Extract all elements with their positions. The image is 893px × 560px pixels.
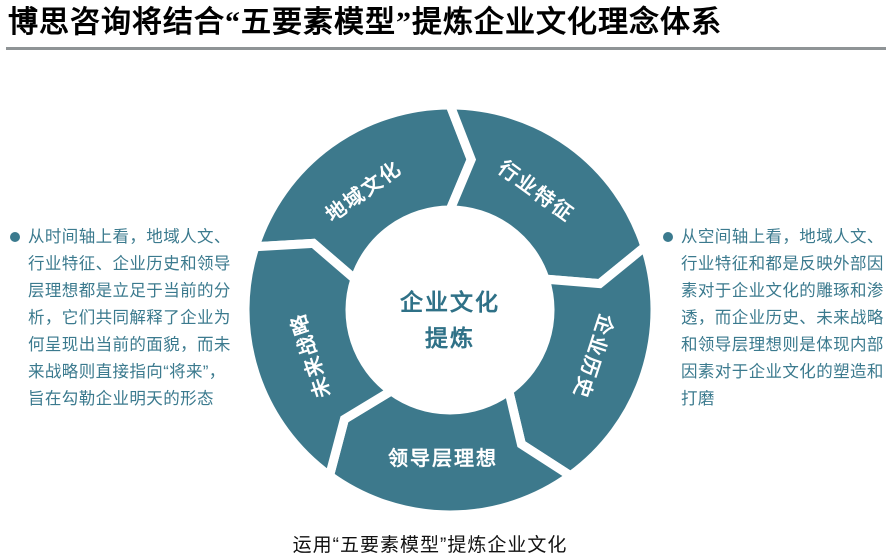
right-note-text: 从空间轴上看，地域人文、 行业特征和都是反映外部因 素对于企业文化的雕琢和渗 透… [681, 228, 884, 408]
title-divider [6, 47, 886, 50]
center-label-line2: 提炼 [425, 325, 475, 351]
left-note-text: 从时间轴上看，地域人文、 行业特征、企业历史和领导 层理想都是立足于当前的分 析… [28, 228, 231, 408]
bullet-icon [10, 232, 20, 242]
diagram-caption: 运用“五要素模型”提炼企业文化 [292, 535, 568, 556]
cycle-center-label: 企业文化 提炼 [399, 289, 500, 351]
right-note: 从空间轴上看，地域人文、 行业特征和都是反映外部因 素对于企业文化的雕琢和渗 透… [663, 224, 893, 413]
segment-future-strategy [240, 238, 400, 484]
center-label-line1: 企业文化 [399, 289, 500, 315]
segment-label-leadership-ideals: 领导层理想 [388, 446, 498, 470]
five-element-cycle-diagram: 地域文化 行业特征 企业历史 领导层理想 未来战略 企业文化 提炼 [240, 100, 660, 520]
page-title: 博思咨询将结合“五要素模型”提炼企业文化理念体系 [8, 6, 722, 39]
left-note: 从时间轴上看，地域人文、 行业特征、企业历史和领导 层理想都是立足于当前的分 析… [10, 224, 240, 413]
bullet-icon [663, 232, 673, 242]
cycle-segments [240, 100, 660, 520]
